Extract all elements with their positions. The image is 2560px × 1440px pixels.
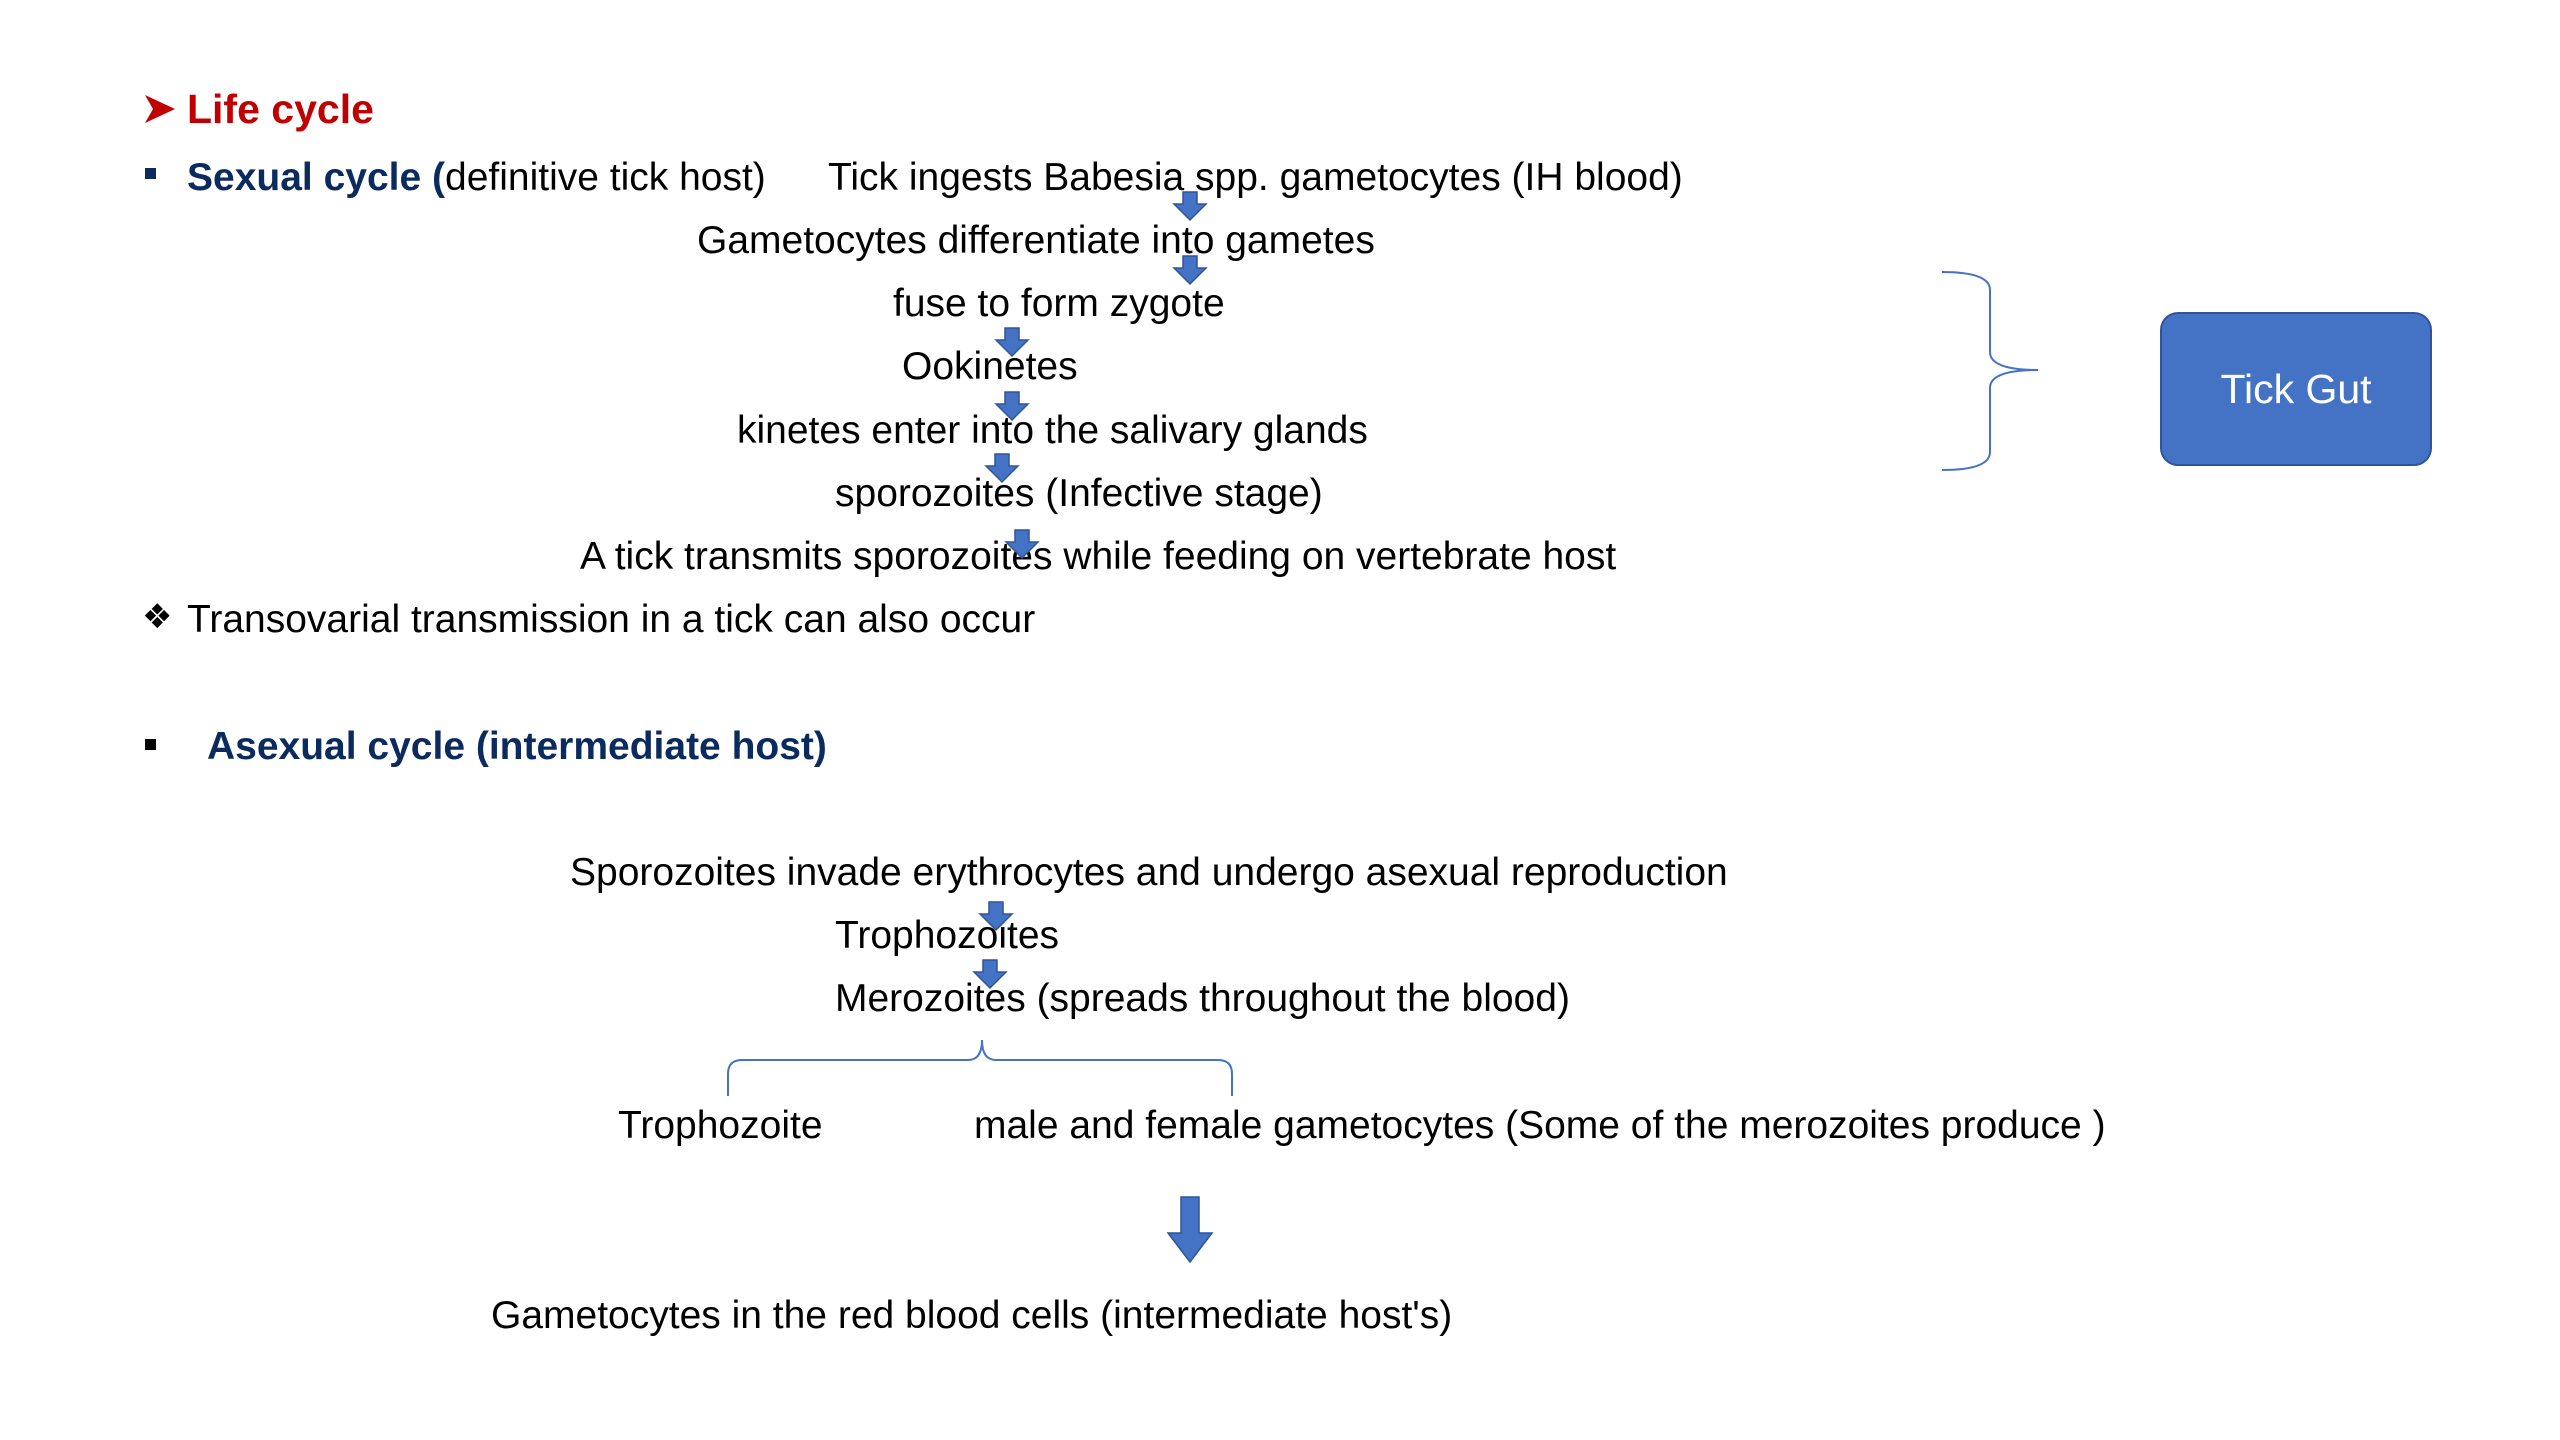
right-brace-icon	[1941, 271, 2039, 471]
square-bullet-icon	[145, 739, 156, 750]
sexual-step-7: A tick transmits sporozoites while feedi…	[580, 535, 1617, 578]
page-title: Life cycle	[187, 86, 374, 132]
sexual-step-5: kinetes enter into the salivary glands	[737, 409, 1368, 452]
sexual-cycle-label: Sexual cycle (	[187, 156, 445, 199]
sexual-cycle-host: definitive tick host)	[445, 156, 766, 199]
arrow-bullet-icon	[145, 95, 175, 123]
large-down-arrow-icon	[1166, 1196, 1214, 1264]
asexual-cycle-heading: Asexual cycle (intermediate host)	[207, 725, 827, 768]
branch-left: Trophozoite	[618, 1104, 823, 1147]
sexual-step-2: Gametocytes differentiate into gametes	[697, 219, 1375, 262]
diamond-bullet-icon: ❖	[142, 598, 173, 636]
tick-gut-label: Tick Gut	[2220, 365, 2372, 412]
sexual-step-3: fuse to form zygote	[893, 282, 1225, 325]
asexual-step-2: Trophozoites	[835, 914, 1060, 957]
branch-right: male and female gametocytes (Some of the…	[974, 1104, 2106, 1147]
square-bullet-icon	[145, 168, 156, 179]
sexual-step-1: Tick ingests Babesia spp. gametocytes (I…	[828, 156, 1683, 199]
sexual-cycle-heading: Sexual cycle (definitive tick host)	[187, 158, 766, 197]
asexual-final: Gametocytes in the red blood cells (inte…	[491, 1294, 1453, 1337]
asexual-step-1: Sporozoites invade erythrocytes and unde…	[570, 851, 1728, 894]
transovarial-note: Transovarial transmission in a tick can …	[187, 598, 1036, 641]
tick-gut-box: Tick Gut	[2160, 312, 2432, 466]
branch-brace-icon	[727, 1039, 1233, 1096]
asexual-step-3: Merozoites (spreads throughout the blood…	[835, 977, 1570, 1020]
sexual-step-6: sporozoites (Infective stage)	[835, 472, 1323, 515]
sexual-step-4: Ookinetes	[902, 345, 1078, 388]
